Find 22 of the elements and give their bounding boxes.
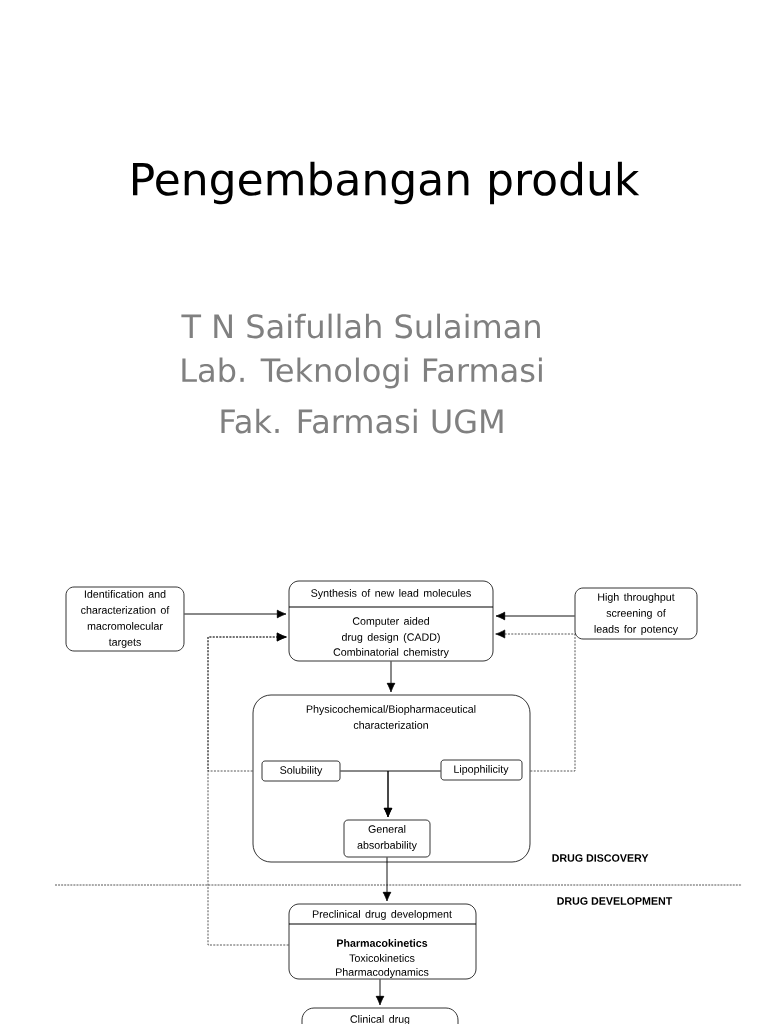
- title: Pengembangan produk: [133, 161, 640, 205]
- section-label: DRUG DEVELOPMENT: [557, 897, 673, 905]
- arrow: [207, 632, 289, 946]
- sub-box: Solubility: [261, 760, 341, 782]
- subtitle: Lab. Teknologi Farmasi: [182, 357, 542, 389]
- section-label: DRUG DISCOVERY: [552, 854, 649, 862]
- process-box: Identification and characterization of macromolecular targets: [65, 586, 185, 652]
- subtitle: Fak. Farmasi UGM: [221, 408, 503, 434]
- sub-box: Lipophilicity: [440, 759, 523, 781]
- sub-box: General absorbability: [343, 819, 431, 858]
- arrow: [386, 660, 396, 693]
- arrow: [382, 856, 392, 902]
- process-box: Clinical drug: [301, 1007, 459, 1024]
- arrow: [495, 611, 576, 621]
- process-box: High throughput screening of leads for potency: [574, 587, 698, 640]
- arrow: [495, 629, 576, 772]
- arrow: [183, 609, 287, 619]
- process-box: Synthesis of new lead molecules Computer aided drug design (CADD) Combinatorial chemistry: [288, 580, 494, 662]
- arrow: [375, 978, 385, 1006]
- arrow: [383, 770, 442, 818]
- process-box: Preclinical drug development Pharmacokinetics Toxicokinetics Pharmacodynamics: [288, 903, 477, 980]
- subtitle: T N Saifullah Sulaiman: [181, 313, 540, 339]
